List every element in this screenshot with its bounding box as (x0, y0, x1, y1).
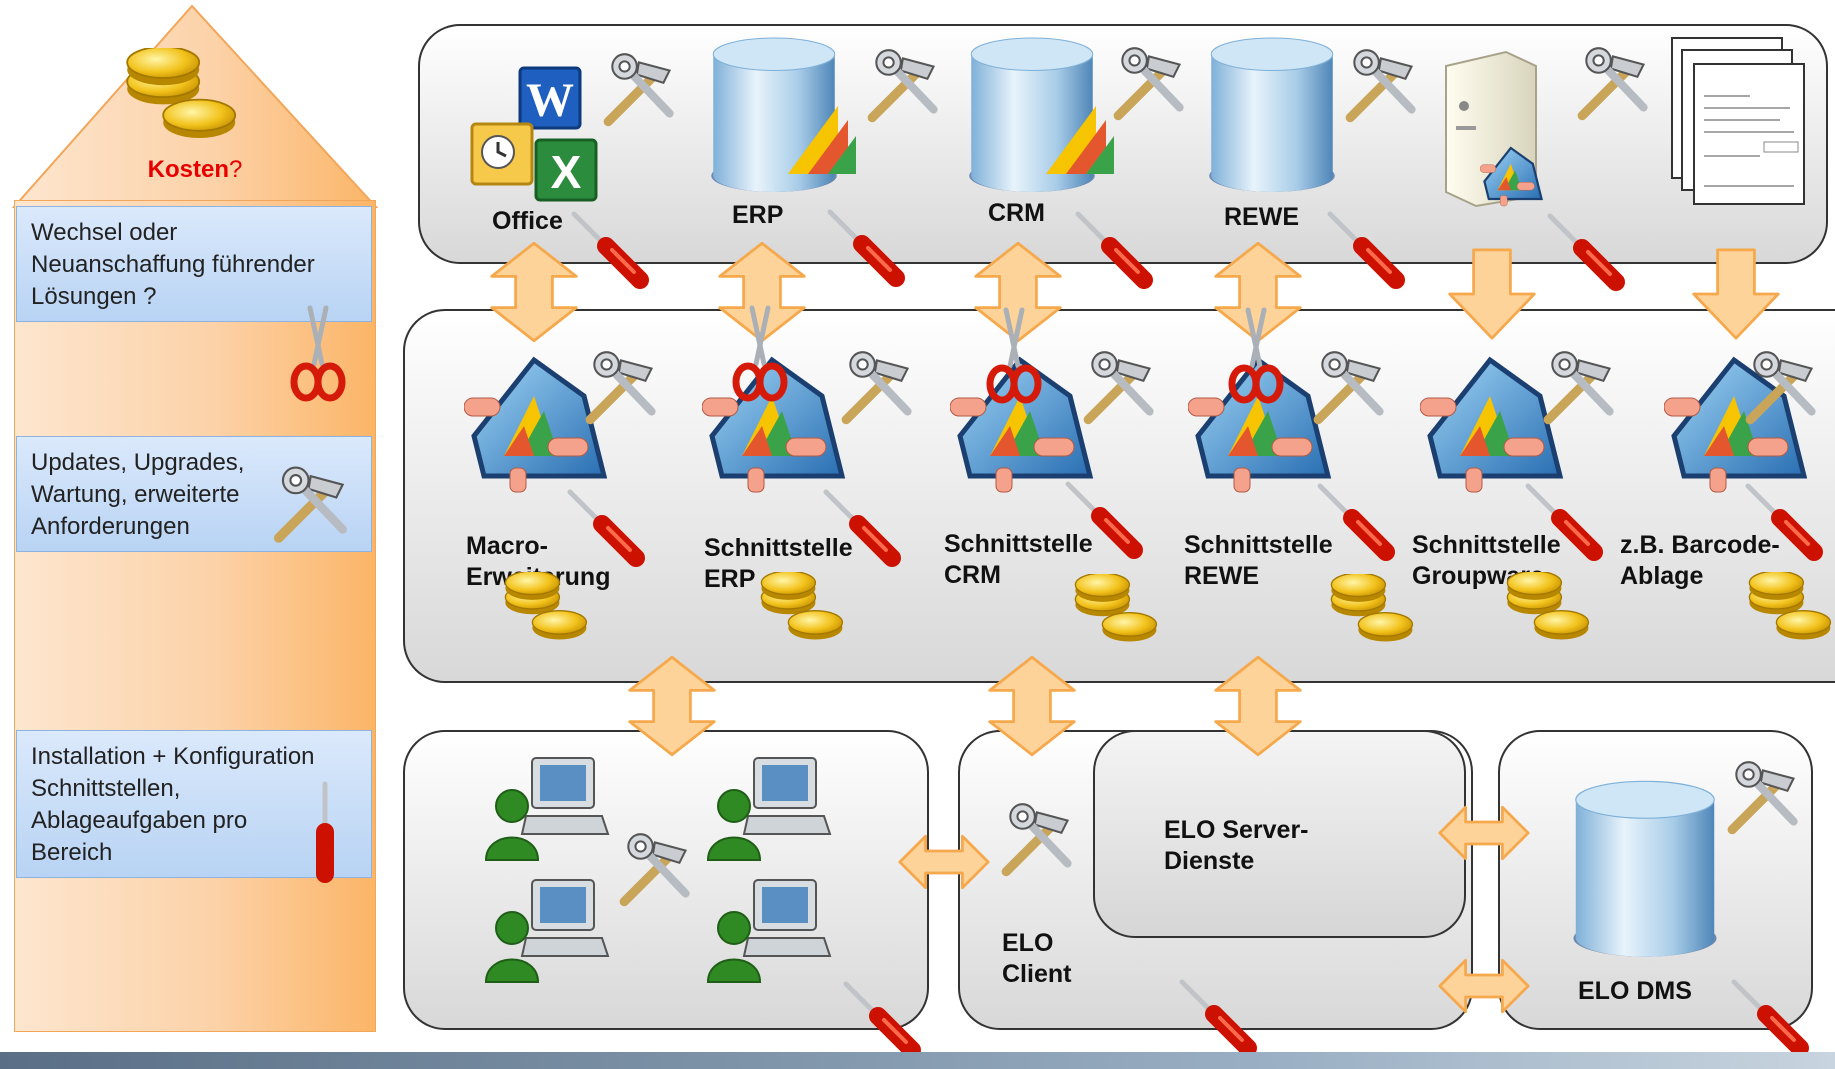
down-arrow (1690, 248, 1782, 340)
screwdriver-icon (842, 980, 922, 1060)
screwdriver-icon (570, 210, 650, 290)
document-stack-icon (1671, 37, 1805, 205)
screwdriver-icon (1178, 978, 1258, 1058)
coins-icon (756, 572, 846, 644)
tools-icon (598, 50, 690, 132)
tools-icon (1538, 348, 1630, 430)
elo-server-panel (1093, 730, 1466, 938)
svg-text:X: X (551, 146, 582, 198)
coins-icon (500, 572, 590, 644)
user-computer-icon (482, 754, 612, 864)
interface-label-barcode: z.B. Barcode-Ablage (1620, 531, 1780, 590)
database-icon (1206, 34, 1338, 196)
elo-dms-label: ELO DMS (1578, 977, 1692, 1005)
tools-icon (1340, 46, 1432, 128)
bidirectional-arrow (898, 834, 990, 890)
bidirectional-arrow (488, 240, 580, 344)
user-computer-icon (482, 876, 612, 986)
system-label-office: Office (492, 207, 563, 235)
note-installation: Installation + Konfiguration Schnittstel… (16, 730, 372, 878)
system-label-crm: CRM (988, 199, 1045, 227)
tools-icon (1722, 758, 1814, 840)
coins-icon (1326, 574, 1416, 646)
system-label-rewe: REWE (1224, 203, 1299, 231)
office-icons: W X (470, 66, 600, 206)
outlook-icon (470, 122, 534, 186)
database-icon (1570, 774, 1720, 964)
note-change-solutions: Wechsel oder Neuanschaffung führender Lö… (16, 206, 372, 322)
screwdriver-icon (316, 781, 334, 883)
coins-icon (1744, 572, 1834, 644)
screwdriver-icon (826, 208, 906, 288)
scissors-icon (282, 304, 354, 404)
screwdriver-icon (1326, 210, 1406, 290)
screwdriver-icon (1730, 978, 1810, 1058)
coins-icon (1502, 572, 1592, 644)
erp-logo-icon (778, 96, 858, 176)
tools-icon (996, 800, 1088, 882)
user-computer-icon (704, 754, 834, 864)
bidirectional-arrow (1212, 654, 1304, 758)
down-arrow (1446, 248, 1538, 340)
excel-icon: X (534, 138, 598, 202)
tools-icon (1078, 348, 1170, 430)
bidirectional-arrow (1438, 958, 1530, 1014)
system-label-erp: ERP (732, 201, 784, 229)
user-computer-icon (704, 876, 834, 986)
scissors-icon (984, 306, 1044, 406)
bidirectional-arrow (1438, 805, 1530, 861)
crm-logo-icon (1036, 96, 1116, 176)
elo-server-label: ELO Server-Dienste (1164, 816, 1309, 875)
costs-heading: Kosten? (147, 156, 243, 183)
tools-icon (1740, 348, 1832, 430)
tools-icon (268, 462, 364, 550)
bidirectional-arrow (626, 654, 718, 758)
bidirectional-arrow (986, 654, 1078, 758)
tools-icon (1308, 348, 1400, 430)
scissors-icon (1226, 306, 1286, 406)
coins-icon (1070, 574, 1160, 646)
tools-icon (836, 348, 928, 430)
tools-icon (862, 46, 954, 128)
note-updates: Updates, Upgrades, Wartung, erweiterte A… (16, 436, 372, 552)
tools-icon (580, 348, 672, 430)
svg-text:W: W (526, 74, 574, 127)
tools-icon (1572, 44, 1664, 126)
coins-icon (118, 48, 242, 144)
elo-icon (1480, 146, 1546, 208)
screwdriver-icon (1546, 212, 1626, 292)
screwdriver-icon (1074, 210, 1154, 290)
footer-band (0, 1052, 1835, 1069)
word-icon: W (518, 66, 582, 130)
tools-icon (1108, 44, 1200, 126)
tools-icon (614, 830, 706, 912)
scissors-icon (730, 304, 790, 404)
